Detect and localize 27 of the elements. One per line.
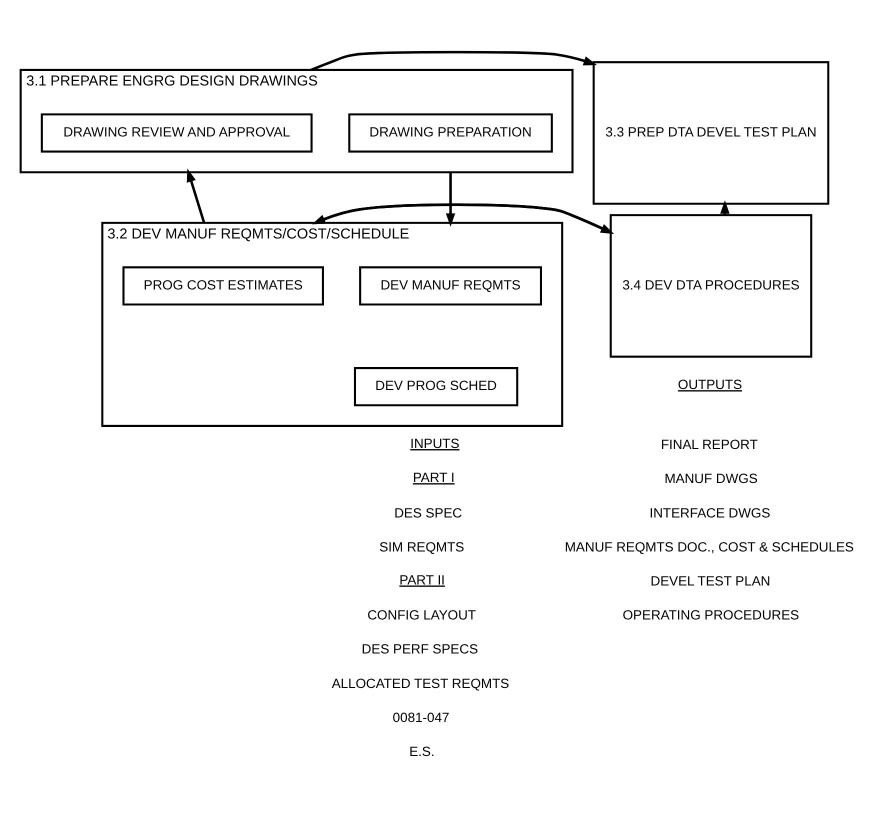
label: DES PERF SPECS xyxy=(362,641,478,656)
node-box: PROG COST ESTIMATES xyxy=(122,266,324,306)
label: PART I xyxy=(412,470,455,485)
node-box: DEV MANUF REQMTS xyxy=(359,266,542,306)
label: SIM REQMTS xyxy=(379,538,464,554)
label: MANUF DWGS xyxy=(664,470,758,486)
node-box: DEV PROG SCHED xyxy=(354,366,518,406)
label: DES SPEC xyxy=(394,504,462,520)
node-box: 3.3 PREP DTA DEVEL TEST PLAN xyxy=(592,60,830,204)
arrow xyxy=(310,50,598,71)
arrow xyxy=(186,168,206,223)
label: CONFIG LAYOUT xyxy=(367,607,476,622)
label: DEVEL TEST PLAN xyxy=(650,573,770,588)
label: OPERATING PROCEDURES xyxy=(622,607,800,622)
label: MANUF REQMTS DOC., COST & SCHEDULES xyxy=(564,538,854,554)
arrow xyxy=(446,172,456,226)
label: OUTPUTS xyxy=(678,376,742,392)
label: E.S. xyxy=(409,744,435,759)
label: 0081-047 xyxy=(392,709,450,724)
node-box: 3.4 DEV DTA PROCEDURES xyxy=(610,214,812,358)
node-box: DRAWING REVIEW AND APPROVAL xyxy=(40,112,313,152)
label: FINAL REPORT xyxy=(660,436,758,452)
label: ALLOCATED TEST REQMTS xyxy=(332,675,510,690)
label: INPUTS xyxy=(410,436,460,451)
label: INTERFACE DWGS xyxy=(649,504,770,520)
node-box: DRAWING PREPARATION xyxy=(348,112,553,152)
label: PART II xyxy=(399,572,445,587)
